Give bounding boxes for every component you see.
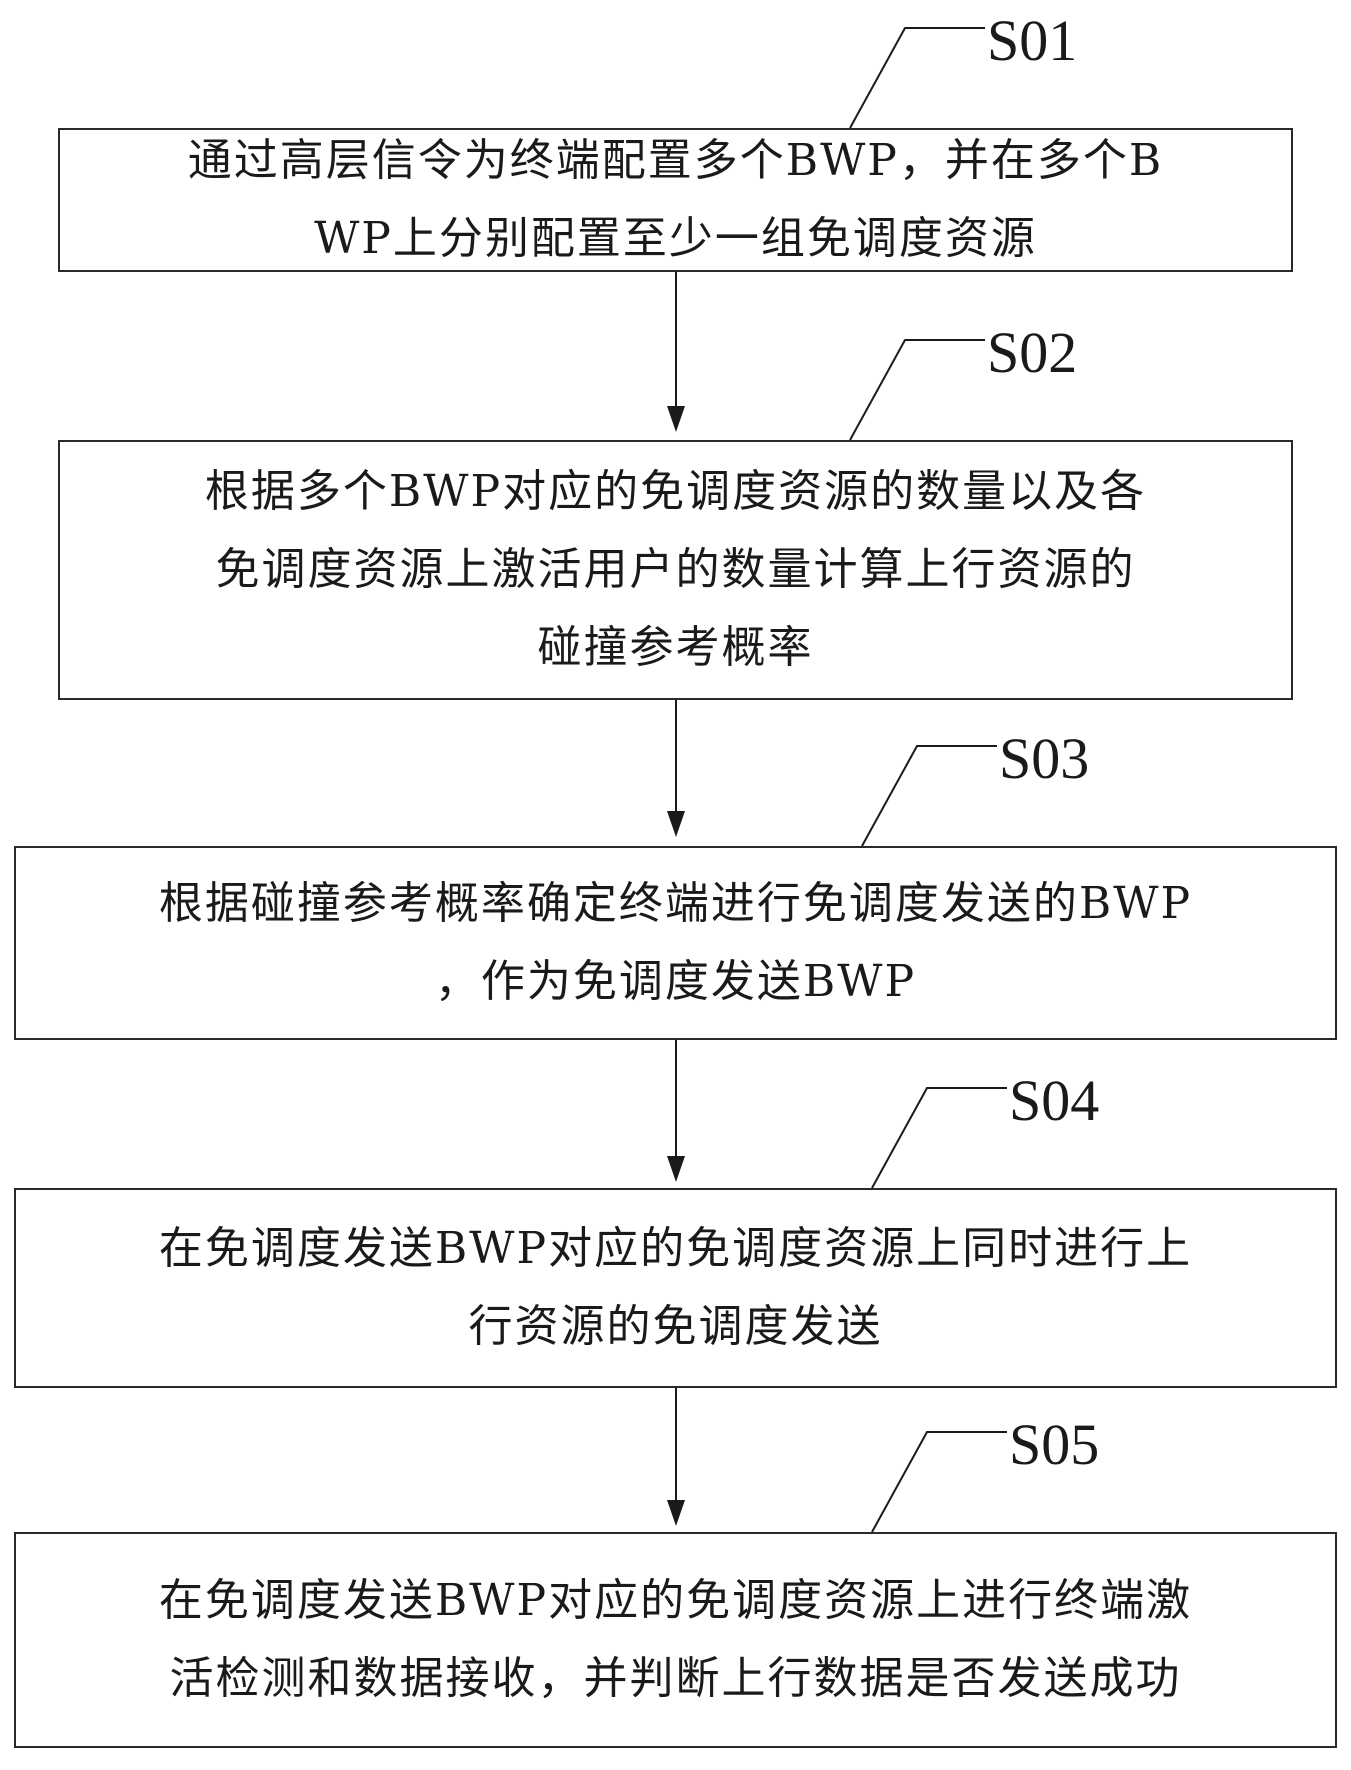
- step-label-s03: S03: [999, 726, 1090, 791]
- leader-line-s04: [871, 1087, 1007, 1189]
- step-label-s01: S01: [987, 8, 1078, 73]
- leader-line-s01: [849, 27, 985, 129]
- step-s04-line-1: 在免调度发送BWP对应的免调度资源上同时进行上: [158, 1223, 1193, 1274]
- step-s04-line-2: 行资源的免调度发送: [468, 1301, 883, 1352]
- step-box-s03: 根据碰撞参考概率确定终端进行免调度发送的BWP ，作为免调度发送BWP: [14, 846, 1337, 1040]
- step-box-s05: 在免调度发送BWP对应的免调度资源上进行终端激 活检测和数据接收，并判断上行数据…: [14, 1532, 1337, 1748]
- leader-line-s02: [849, 339, 985, 441]
- arrowhead-s04-s05: [667, 1500, 685, 1526]
- step-s02-line-3: 碰撞参考概率: [537, 622, 814, 673]
- arrowhead-s01-s02: [667, 406, 685, 432]
- step-s05-line-1: 在免调度发送BWP对应的免调度资源上进行终端激: [158, 1575, 1193, 1626]
- step-s01-line-1: 通过高层信令为终端配置多个BWP，并在多个B: [187, 135, 1164, 186]
- step-box-s01: 通过高层信令为终端配置多个BWP，并在多个B WP上分别配置至少一组免调度资源: [58, 128, 1293, 272]
- step-s03-line-2: ，作为免调度发送BWP: [434, 956, 917, 1007]
- step-s05-line-2: 活检测和数据接收，并判断上行数据是否发送成功: [169, 1653, 1182, 1704]
- step-s03-line-1: 根据碰撞参考概率确定终端进行免调度发送的BWP: [158, 878, 1193, 929]
- step-label-s04: S04: [1009, 1068, 1100, 1133]
- leader-line-s05: [871, 1431, 1007, 1533]
- step-label-s02: S02: [987, 320, 1078, 385]
- arrowhead-s03-s04: [667, 1156, 685, 1182]
- step-s01-line-2: WP上分别配置至少一组免调度资源: [314, 213, 1037, 264]
- leader-line-s03: [861, 745, 997, 847]
- step-box-s04: 在免调度发送BWP对应的免调度资源上同时进行上 行资源的免调度发送: [14, 1188, 1337, 1388]
- step-box-s02: 根据多个BWP对应的免调度资源的数量以及各 免调度资源上激活用户的数量计算上行资…: [58, 440, 1293, 700]
- step-s02-line-1: 根据多个BWP对应的免调度资源的数量以及各: [204, 466, 1147, 517]
- step-s02-line-2: 免调度资源上激活用户的数量计算上行资源的: [215, 544, 1136, 595]
- step-label-s05: S05: [1009, 1412, 1100, 1477]
- arrowhead-s02-s03: [667, 811, 685, 837]
